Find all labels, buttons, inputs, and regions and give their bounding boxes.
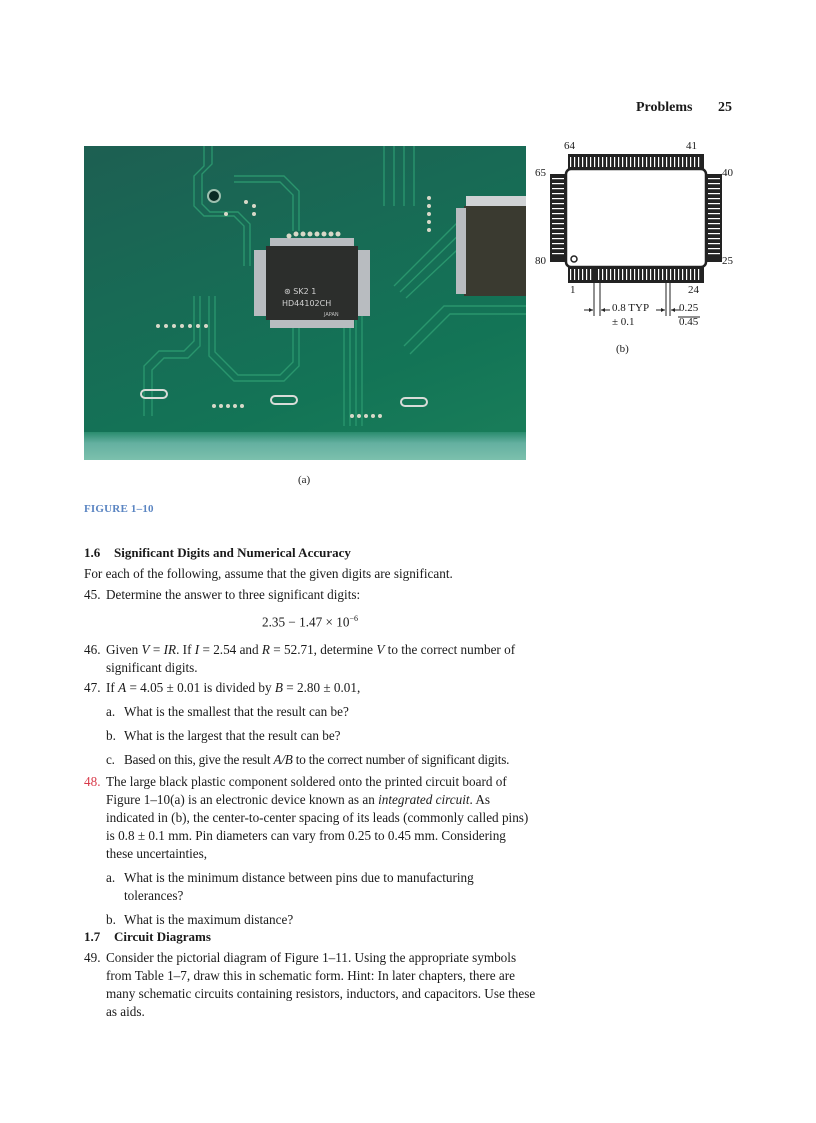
pin-diameter-max: 0.45 xyxy=(679,316,699,328)
pin-label-65: 65 xyxy=(535,167,546,179)
pin-label-80: 80 xyxy=(535,255,546,267)
figure-caption-b: (b) xyxy=(616,343,629,355)
pin-spacing-tolerance: ± 0.1 xyxy=(612,316,635,328)
pin-label-24: 24 xyxy=(688,284,699,296)
problem-45: 45. Determine the answer to three signif… xyxy=(84,587,361,602)
problem-48: 48. The large black plastic component so… xyxy=(84,774,529,862)
problem-47b: b.What is the largest that the result ca… xyxy=(106,728,341,744)
pin-diameter-min: 0.25 xyxy=(679,302,699,314)
problem-47a: a.What is the smallest that the result c… xyxy=(106,704,349,720)
problem-48-number: 48. xyxy=(84,774,101,790)
problem-48b: b.What is the maximum distance? xyxy=(106,912,294,928)
circuit-board-photo: ⊛ SK2 1 HD44102CH JAPAN xyxy=(84,146,526,460)
qfp-package-drawing xyxy=(550,154,722,318)
pin-label-41: 41 xyxy=(686,140,697,152)
section-intro: For each of the following, assume that t… xyxy=(84,566,453,581)
running-head: Problems 25 xyxy=(636,100,732,116)
page-number: 25 xyxy=(718,100,732,115)
chip-marking-3: JAPAN xyxy=(323,312,339,318)
chip-pinout-diagram: 64 41 65 80 40 25 1 24 0.8 TYP ± 0.1 0.2… xyxy=(532,138,742,358)
figure-caption-a: (a) xyxy=(298,474,311,486)
pcb-illustration: ⊛ SK2 1 HD44102CH JAPAN xyxy=(140,146,526,426)
problem-47: 47. If A = 4.05 ± 0.01 is divided by B =… xyxy=(84,680,361,696)
equation-45: 2.35 − 1.47 × 10−6 xyxy=(262,614,358,630)
pin-label-40: 40 xyxy=(722,167,733,179)
pin-label-25: 25 xyxy=(722,255,733,267)
pin-label-64: 64 xyxy=(564,140,575,152)
figure-label: FIGURE 1–10 xyxy=(84,503,154,515)
chip-marking-2: HD44102CH xyxy=(282,299,331,308)
chip-marking-1: ⊛ SK2 1 xyxy=(284,287,316,296)
photo-bottom-edge xyxy=(84,432,526,460)
problem-49: 49. Consider the pictorial diagram of Fi… xyxy=(84,950,536,1019)
pin-label-1: 1 xyxy=(570,284,576,296)
pin-spacing-dimension: 0.8 TYP xyxy=(612,302,650,314)
problem-48a: a.What is the minimum distance between p… xyxy=(106,870,474,904)
running-head-title: Problems xyxy=(635,100,693,115)
problem-47c: c.Based on this, give the result A/B to … xyxy=(106,752,510,768)
problem-46: 46. Given V = IR. If I = 2.54 and R = 52… xyxy=(84,642,516,676)
